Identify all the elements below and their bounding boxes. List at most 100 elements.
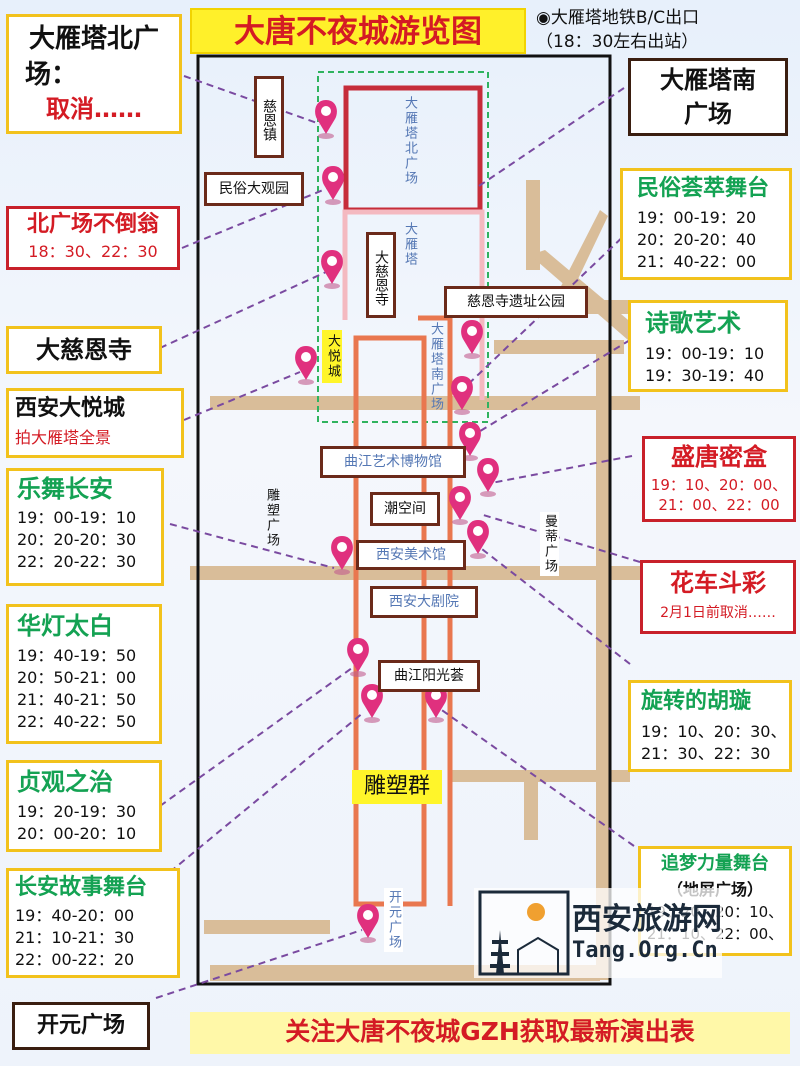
leader-line <box>169 711 365 873</box>
flower-car-note: 2月1日前取消…… <box>660 605 776 621</box>
changan-story-time-3: 22：00-22：20 <box>15 950 135 969</box>
tumbler-times: 18：30、22：30 <box>28 242 158 261</box>
zhenguan-title: 贞观之治 <box>17 768 113 796</box>
map-label-north-square: 大雁塔北广场 <box>402 96 417 186</box>
map-label-dacien[interactable]: 大慈恩寺 <box>366 232 396 318</box>
leader-lines <box>155 75 641 999</box>
map-label-sculpture-square: 雕塑广场 <box>264 488 279 548</box>
metro-time-text: （18：30左右出站） <box>536 32 699 52</box>
huadeng-time-1: 19：40-19：50 <box>17 646 137 665</box>
location-pin-icon[interactable] <box>321 250 343 289</box>
zhenguan-time-1: 19：20-19：30 <box>17 802 137 821</box>
location-pin-icon[interactable] <box>461 320 483 359</box>
location-pin-icon[interactable] <box>451 376 473 415</box>
leader-line <box>169 523 335 569</box>
huadeng-box[interactable]: 华灯太白 19：40-19：50 20：50-21：00 21：40-21：50… <box>6 604 162 744</box>
footer-banner: 关注大唐不夜城GZH获取最新演出表 <box>190 1012 790 1054</box>
joy-city-sub: 拍大雁塔全景 <box>15 428 112 447</box>
leader-line <box>475 87 625 189</box>
location-pin-icon[interactable] <box>347 638 369 677</box>
huadeng-time-3: 21：40-21：50 <box>17 690 137 709</box>
changan-story-title: 长安故事舞台 <box>15 875 148 900</box>
dacien-box[interactable]: 大慈恩寺 <box>6 326 162 374</box>
north-square-box[interactable]: 大雁塔北广 场： 取消…… <box>6 14 182 134</box>
south-square-box[interactable]: 大雁塔南 广场 <box>628 58 788 136</box>
map-label-pagoda: 大雁塔 <box>402 222 417 267</box>
folk-stage-time-1: 19：00-19：20 <box>637 208 757 227</box>
location-pin-icon[interactable] <box>357 904 379 943</box>
map-label-sculpture-group: 雕塑群 <box>352 770 442 804</box>
east-avenue-outline <box>418 315 453 906</box>
huxuan-title: 旋转的胡璇 <box>641 689 752 714</box>
leader-line <box>155 929 363 999</box>
location-pin-icon[interactable] <box>467 520 489 559</box>
leader-line <box>485 455 633 485</box>
huxuan-box[interactable]: 旋转的胡璇 19：10、20：30、 21：30、22：30 <box>628 680 792 772</box>
north-square-title: 大雁塔北广 <box>28 24 159 54</box>
poetry-box[interactable]: 诗歌艺术 19：00-19：10 19：30-19：40 <box>628 300 788 392</box>
folk-stage-time-3: 21：40-22：00 <box>637 252 757 271</box>
watermark-logo: 西安旅游网 Tang.Org.Cn <box>474 888 722 978</box>
map-label-south-square: 大雁塔南广场 <box>428 322 443 412</box>
map-label-chao-space[interactable]: 潮空间 <box>370 492 440 526</box>
tang-box-title: 盛唐密盒 <box>671 443 767 471</box>
huadeng-title: 华灯太白 <box>17 612 113 640</box>
poetry-title: 诗歌艺术 <box>645 309 741 337</box>
location-pin-icon[interactable] <box>449 486 471 525</box>
kaiyuan-title: 开元广场 <box>36 1013 125 1038</box>
road <box>450 770 630 782</box>
folk-stage-box[interactable]: 民俗荟萃舞台 19：00-19：20 20：20-20：40 21：40-22：… <box>620 168 792 280</box>
dream-stage-title: 追梦力量舞台 <box>661 853 769 874</box>
flower-car-title: 花车斗彩 <box>670 569 766 597</box>
tumbler-box[interactable]: 北广场不倒翁 18：30、22：30 <box>6 206 180 270</box>
road <box>204 920 330 934</box>
joy-city-title: 西安大悦城 <box>15 396 126 421</box>
huadeng-time-2: 20：50-21：00 <box>17 668 137 687</box>
map-label-art-museum[interactable]: 西安美术馆 <box>356 540 466 570</box>
leader-line <box>159 667 353 807</box>
map-label-grand-theatre[interactable]: 西安大剧院 <box>370 586 478 618</box>
leader-line <box>181 187 329 249</box>
map-label-cien-town[interactable]: 慈恩镇 <box>254 76 284 158</box>
map-frame <box>196 54 612 986</box>
location-pin-icon[interactable] <box>331 536 353 575</box>
poetry-time-1: 19：00-19：10 <box>645 344 765 363</box>
yuewu-time-1: 19：00-19：10 <box>17 508 137 527</box>
map-label-folk-park[interactable]: 民俗大观园 <box>204 172 304 206</box>
road <box>526 180 540 270</box>
poetry-time-2: 19：30-19：40 <box>645 366 765 385</box>
changan-story-time-2: 21：10-21：30 <box>15 928 135 947</box>
road <box>596 340 610 980</box>
tang-box-time-2: 21：00、22：00 <box>658 496 780 514</box>
tang-box-time-1: 19：10、20：00、 <box>650 476 788 494</box>
location-pin-icon[interactable] <box>315 100 337 139</box>
metro-exit-text: ◉大雁塔地铁B/C出口 <box>536 8 700 28</box>
map-label-sunshine[interactable]: 曲江阳光荟 <box>378 660 480 692</box>
map-label-qujiang-art[interactable]: 曲江艺术博物馆 <box>320 446 466 478</box>
joy-city-box[interactable]: 西安大悦城 拍大雁塔全景 <box>6 388 184 458</box>
map-label-relic-park[interactable]: 慈恩寺遗址公园 <box>444 286 588 318</box>
changan-story-time-1: 19：40-20：00 <box>15 906 135 925</box>
folk-stage-title: 民俗荟萃舞台 <box>637 176 770 201</box>
zhenguan-time-2: 20：00-20：10 <box>17 824 137 843</box>
tumbler-title: 北广场不倒翁 <box>26 212 159 237</box>
location-pin-icon[interactable] <box>295 346 317 385</box>
kaiyuan-box[interactable]: 开元广场 <box>12 1002 150 1050</box>
location-pin-icon[interactable] <box>477 458 499 497</box>
flower-car-box[interactable]: 花车斗彩 2月1日前取消…… <box>640 560 796 634</box>
location-pin-icon[interactable] <box>322 166 344 205</box>
road <box>494 340 624 354</box>
huadeng-time-4: 22：40-22：50 <box>17 712 137 731</box>
zhenguan-box[interactable]: 贞观之治 19：20-19：30 20：00-20：10 <box>6 760 162 852</box>
map-label-kaiyuan: 开元广场 <box>384 888 403 952</box>
south-square-title: 大雁塔南 <box>660 66 756 94</box>
leader-line <box>459 229 631 393</box>
changan-story-box[interactable]: 长安故事舞台 19：40-20：00 21：10-21：30 22：00-22：… <box>6 868 180 978</box>
watermark-url-text: Tang.Org.Cn <box>572 938 718 963</box>
tang-box-box[interactable]: 盛唐密盒 19：10、20：00、 21：00、22：00 <box>642 436 796 522</box>
metro-info: ◉大雁塔地铁B/C出口 （18：30左右出站） <box>536 6 798 54</box>
yuewu-box[interactable]: 乐舞长安 19：00-19：10 20：20-20：30 22：20-22：30 <box>6 468 164 586</box>
pagoda-logo-icon <box>478 890 570 976</box>
yuewu-title: 乐舞长安 <box>17 475 113 503</box>
north-square-title-2: 场： <box>25 60 78 90</box>
